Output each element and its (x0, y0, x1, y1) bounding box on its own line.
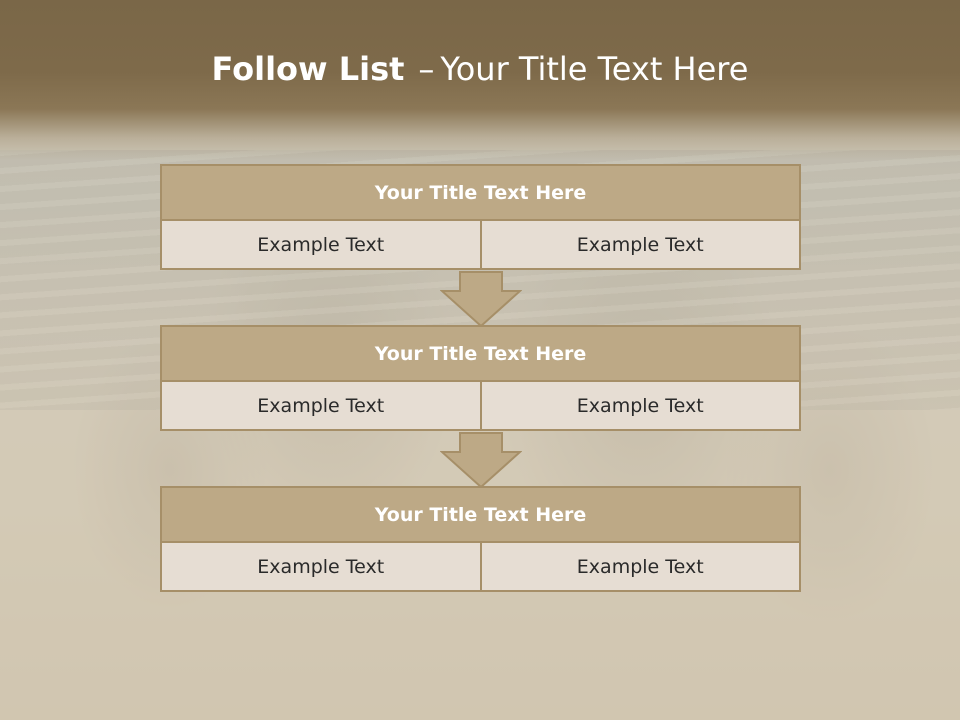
slide-title-dash: – (418, 50, 435, 88)
slide-title: Follow List–Your Title Text Here (0, 50, 960, 88)
block-row: Example Text Example Text (160, 382, 801, 431)
list-block-1: Your Title Text Here Example Text Exampl… (160, 164, 801, 270)
block-cell-right: Example Text (479, 221, 800, 268)
block-cell-left: Example Text (257, 394, 385, 417)
block-row: Example Text Example Text (160, 221, 801, 270)
block-cell-right: Example Text (479, 382, 800, 429)
block-title: Your Title Text Here (160, 164, 801, 221)
slide-title-bold: Follow List (211, 50, 405, 88)
block-title: Your Title Text Here (160, 325, 801, 382)
list-block-2: Your Title Text Here Example Text Exampl… (160, 325, 801, 431)
down-arrow-icon (440, 271, 522, 327)
block-title: Your Title Text Here (160, 486, 801, 543)
block-row: Example Text Example Text (160, 543, 801, 592)
block-cell-right: Example Text (479, 543, 800, 590)
down-arrow-icon (440, 432, 522, 488)
slide-title-rest: Your Title Text Here (440, 50, 749, 88)
block-cell-left: Example Text (257, 555, 385, 578)
block-cell-left: Example Text (257, 233, 385, 256)
list-block-3: Your Title Text Here Example Text Exampl… (160, 486, 801, 592)
header-band (0, 0, 960, 160)
